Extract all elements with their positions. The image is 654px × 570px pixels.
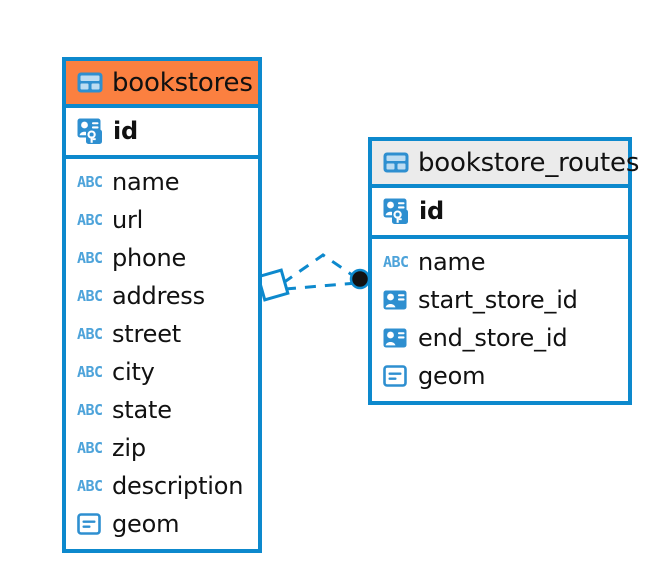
field-label-geom: geom xyxy=(418,362,486,390)
field-label-zip: zip xyxy=(112,434,146,462)
table-icon xyxy=(77,72,103,93)
diamond-outline-icon xyxy=(256,268,290,302)
field-label-name: name xyxy=(112,168,180,196)
field-row-geom[interactable]: geom xyxy=(66,505,258,543)
abc-text-icon: ABC xyxy=(77,476,103,495)
entity-bookstore-routes[interactable]: bookstore_routes xyxy=(368,137,639,405)
geometry-icon xyxy=(77,513,104,535)
field-row-end-store-id[interactable]: end_store_id xyxy=(372,319,628,357)
field-label-description: description xyxy=(112,472,244,500)
foreign-key-icon xyxy=(383,290,410,310)
entity-bookstores-header[interactable]: bookstores xyxy=(66,61,258,108)
entity-bookstore-routes-primary-keys: id xyxy=(372,188,628,239)
entity-bookstore-routes-title: bookstore_routes xyxy=(418,147,640,178)
field-row-name[interactable]: ABC name xyxy=(372,243,628,281)
abc-text-icon: ABC xyxy=(77,438,103,457)
field-row-id[interactable]: id xyxy=(372,192,628,230)
field-label-id: id xyxy=(419,197,445,225)
entity-bookstore-routes-header[interactable]: bookstore_routes xyxy=(372,141,639,188)
primary-key-icon xyxy=(383,198,411,225)
relationship-line-upper[interactable] xyxy=(282,253,359,285)
entity-bookstores-primary-keys: id xyxy=(66,108,258,159)
field-row-description[interactable]: ABC description xyxy=(66,467,258,505)
field-label-phone: phone xyxy=(112,244,187,272)
filled-circle-icon xyxy=(351,270,369,288)
field-row-zip[interactable]: ABC zip xyxy=(66,429,258,467)
field-label-address: address xyxy=(112,282,205,310)
field-row-name[interactable]: ABC name xyxy=(66,163,258,201)
abc-text-icon: ABC xyxy=(77,362,103,381)
field-label-start-store-id: start_store_id xyxy=(418,286,578,314)
field-label-name: name xyxy=(418,248,486,276)
geometry-icon xyxy=(383,365,410,387)
field-row-address[interactable]: ABC address xyxy=(66,277,258,315)
field-row-phone[interactable]: ABC phone xyxy=(66,239,258,277)
table-icon xyxy=(383,152,409,173)
field-label-end-store-id: end_store_id xyxy=(418,324,568,352)
filled-circle-ring xyxy=(349,268,371,290)
field-row-state[interactable]: ABC state xyxy=(66,391,258,429)
relationship-line-lower[interactable] xyxy=(284,281,358,291)
field-label-geom: geom xyxy=(112,510,180,538)
field-row-id[interactable]: id xyxy=(66,112,258,150)
field-label-city: city xyxy=(112,358,155,386)
abc-text-icon: ABC xyxy=(77,324,103,343)
field-label-street: street xyxy=(112,320,181,348)
entity-bookstores-title: bookstores xyxy=(112,67,253,98)
abc-text-icon: ABC xyxy=(383,252,409,271)
field-label-id: id xyxy=(113,117,139,145)
foreign-key-icon xyxy=(383,328,410,348)
field-label-state: state xyxy=(112,396,172,424)
field-row-geom[interactable]: geom xyxy=(372,357,628,395)
abc-text-icon: ABC xyxy=(77,248,103,267)
field-row-url[interactable]: ABC url xyxy=(66,201,258,239)
abc-text-icon: ABC xyxy=(77,400,103,419)
primary-key-icon xyxy=(77,118,105,145)
field-label-url: url xyxy=(112,206,144,234)
field-row-street[interactable]: ABC street xyxy=(66,315,258,353)
abc-text-icon: ABC xyxy=(77,172,103,191)
entity-bookstores-fields: ABC name ABC url ABC phone ABC address A… xyxy=(66,159,258,549)
field-row-city[interactable]: ABC city xyxy=(66,353,258,391)
entity-bookstore-routes-fields: ABC name start_store_id xyxy=(372,239,628,401)
entity-bookstores[interactable]: bookstores id xyxy=(62,57,262,553)
abc-text-icon: ABC xyxy=(77,210,103,229)
abc-text-icon: ABC xyxy=(77,286,103,305)
field-row-start-store-id[interactable]: start_store_id xyxy=(372,281,628,319)
